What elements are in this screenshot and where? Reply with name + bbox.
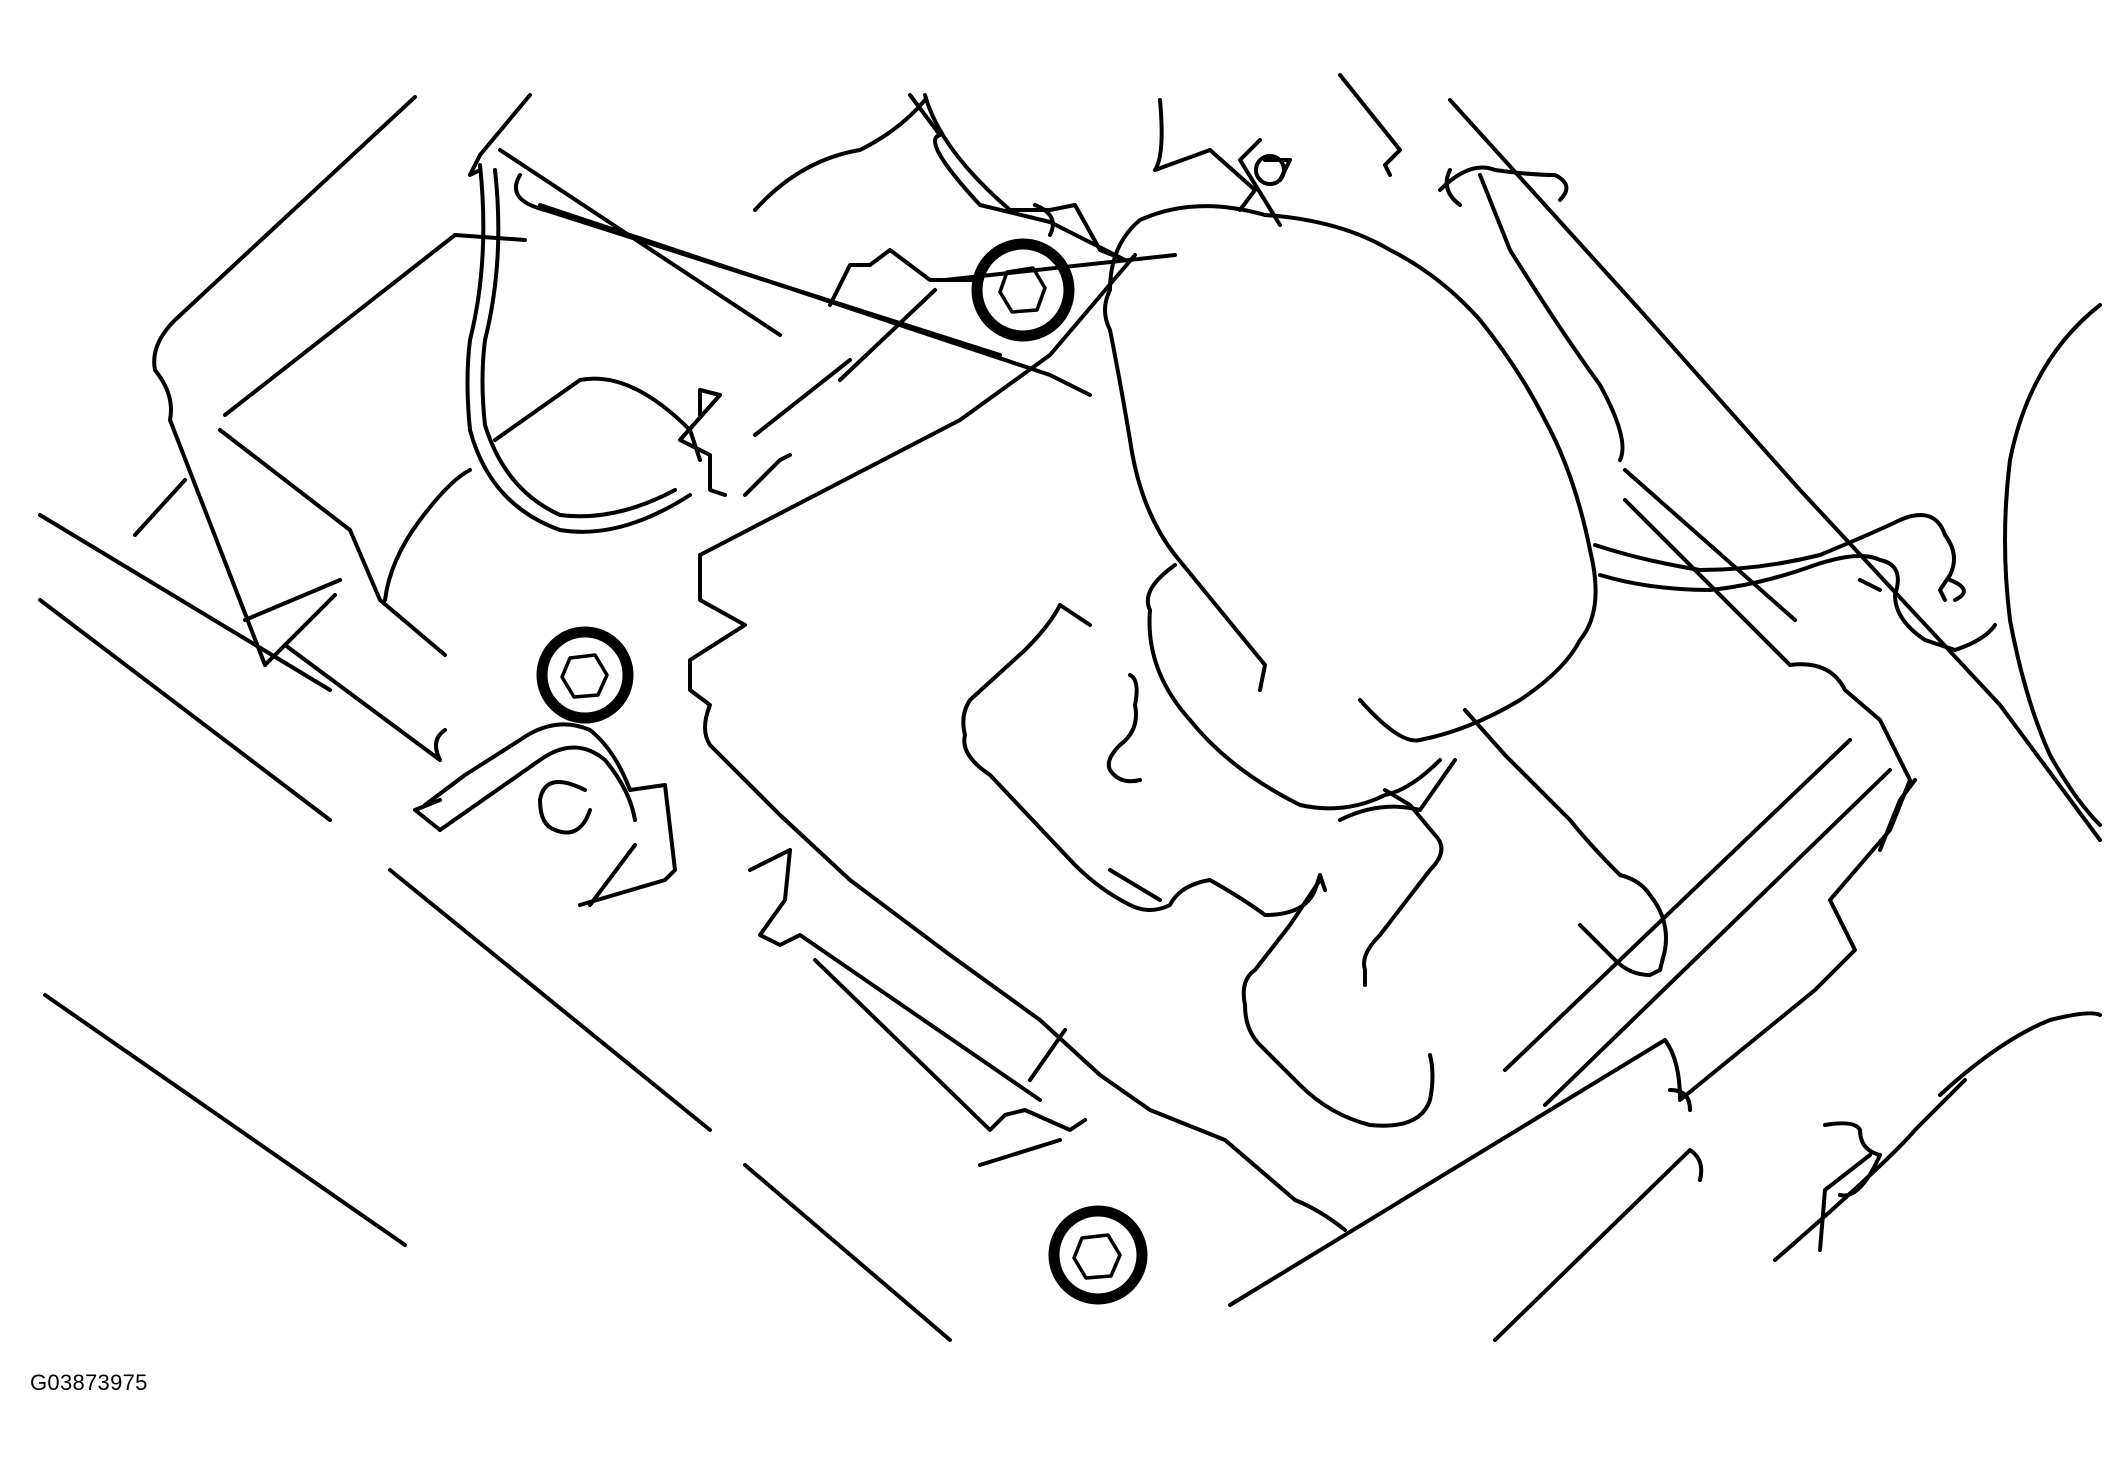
figure-code: G03873975 bbox=[30, 1370, 148, 1395]
bolt-left-bracket bbox=[536, 626, 634, 724]
shift-knob bbox=[1103, 204, 1598, 822]
right-structures bbox=[1108, 98, 2102, 1342]
left-bracket bbox=[243, 578, 677, 907]
left-rails bbox=[38, 478, 952, 1342]
shift-gate bbox=[961, 603, 1668, 1128]
main-housing bbox=[688, 253, 1912, 1307]
bolt-lower bbox=[1048, 1205, 1148, 1305]
center-upper-plate bbox=[678, 73, 1402, 497]
upper-left-housing bbox=[152, 93, 1092, 762]
right-cable bbox=[1438, 165, 1997, 652]
bolt-upper-center bbox=[971, 238, 1075, 342]
